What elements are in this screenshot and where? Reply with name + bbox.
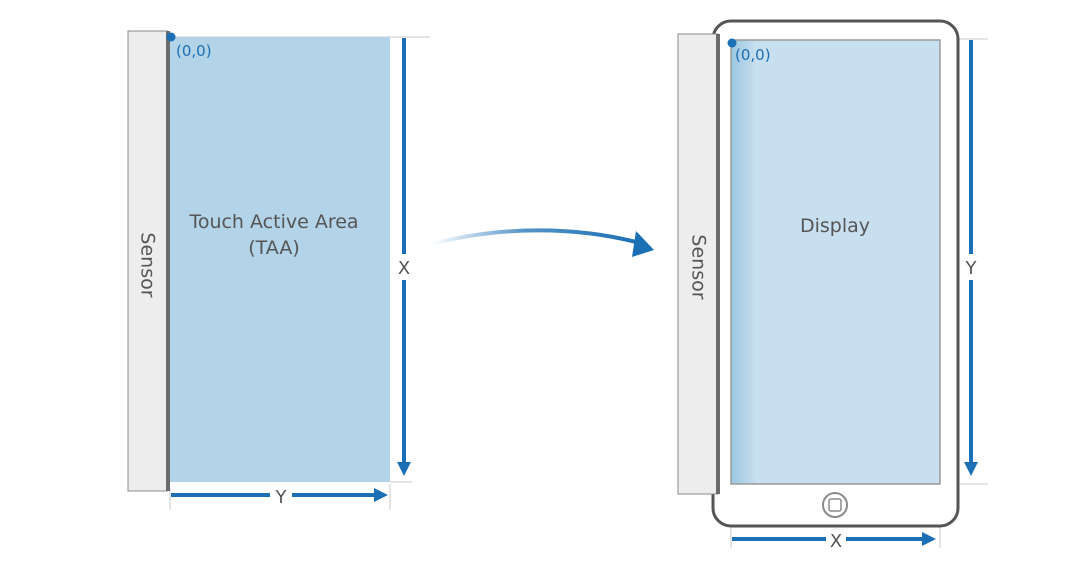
left-horizontal-arrowhead bbox=[374, 488, 388, 502]
right-horizontal-axis-label: X bbox=[830, 531, 842, 552]
left-origin-label: (0,0) bbox=[176, 42, 212, 60]
right-sensor-bar bbox=[677, 33, 719, 495]
right-panel: Display Sensor (0,0) Y X bbox=[677, 19, 988, 552]
left-sensor-bar bbox=[127, 30, 168, 492]
left-vertical-axis-label: X bbox=[398, 258, 410, 279]
left-sensor-label: Sensor bbox=[137, 232, 159, 297]
right-sensor-label: Sensor bbox=[688, 234, 710, 299]
home-button bbox=[822, 492, 848, 518]
device-display bbox=[730, 39, 941, 485]
taa-label-line1: Touch Active Area bbox=[188, 211, 358, 233]
right-origin-dot bbox=[727, 38, 737, 48]
left-sensor-edge bbox=[166, 31, 170, 491]
right-vertical-arrowhead bbox=[964, 462, 978, 476]
right-vertical-axis-label: Y bbox=[965, 258, 978, 279]
taa-label-line2: (TAA) bbox=[248, 237, 299, 259]
right-origin-label: (0,0) bbox=[735, 46, 771, 64]
left-horizontal-axis-label: Y bbox=[275, 487, 288, 508]
left-origin-dot bbox=[166, 32, 176, 42]
left-vertical-arrowhead bbox=[397, 462, 411, 476]
transition-arrowhead bbox=[632, 231, 654, 257]
home-button-square-icon bbox=[828, 498, 842, 512]
display-label: Display bbox=[800, 215, 870, 237]
left-panel: Sensor Touch Active Area (TAA) (0,0) X Y bbox=[127, 30, 430, 510]
right-horizontal-arrowhead bbox=[922, 532, 936, 546]
touch-active-area bbox=[170, 37, 390, 482]
right-sensor-edge bbox=[716, 34, 720, 494]
transition-arrow bbox=[431, 228, 654, 257]
transition-arrow-curve bbox=[431, 228, 641, 246]
